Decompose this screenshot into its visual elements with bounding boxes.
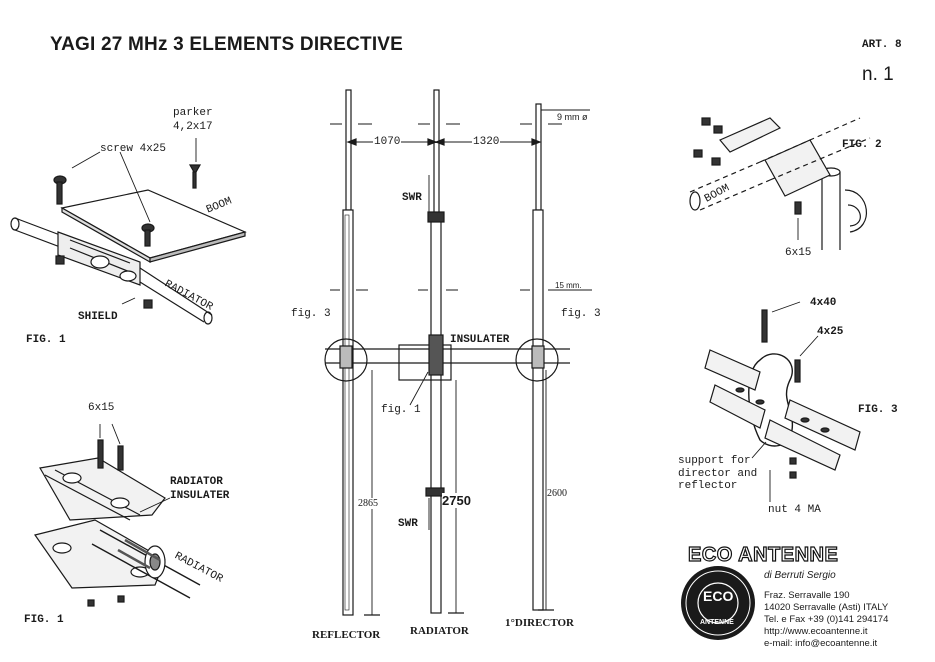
width-15mm: 15 mm.	[555, 281, 582, 290]
fig3-screw-4x40: 4x40	[810, 297, 837, 309]
screw-label: screw 4x25	[100, 143, 167, 155]
radiator-insulater-label-2: INSULATER	[170, 490, 230, 502]
fig3-left-ref: fig. 3	[291, 308, 331, 320]
shield-label: SHIELD	[78, 311, 118, 323]
diameter-9mm: 9 mm ø	[557, 112, 588, 122]
fig1-top-caption: FIG. 1	[26, 334, 66, 346]
email-link[interactable]: e-mail: info@ecoantenne.it	[764, 638, 878, 649]
radiator-length: 2750	[442, 493, 471, 508]
radiator-insulater-label-1: RADIATOR	[170, 476, 223, 488]
swr-bottom-label: SWR	[398, 518, 418, 530]
fig1-bottom-drawing	[34, 423, 201, 607]
fig2-drawing	[689, 117, 871, 250]
reflector-label: REFLECTOR	[312, 629, 381, 641]
eco-antenne-logo	[681, 566, 755, 640]
fig3-screw-4x25: 4x25	[817, 326, 844, 338]
fig3-right-ref: fig. 3	[561, 308, 601, 320]
company-owner: di Berruti Sergio	[764, 570, 836, 581]
support-label-2: director and	[678, 468, 758, 480]
insulater-label: INSULATER	[450, 334, 510, 346]
nut-label: nut 4 MA	[768, 504, 821, 516]
article-number: ART. 8	[862, 39, 902, 51]
logo-text-bottom: ANTENNE	[700, 619, 734, 626]
screw-6x15-label: 6x15	[88, 402, 115, 414]
fig1-top-drawing	[10, 138, 247, 325]
spacing-1320: 1320	[472, 136, 501, 148]
fig1-ref: fig. 1	[381, 404, 421, 416]
fig2-screw-label: 6x15	[785, 247, 812, 259]
fig2-caption: FIG. 2	[842, 139, 882, 151]
website-link[interactable]: http://www.ecoantenne.it	[764, 626, 868, 637]
parker-label: parker	[173, 107, 213, 119]
reflector-length: 2865	[358, 498, 378, 509]
support-label-3: reflector	[678, 480, 738, 492]
yagi-elements	[324, 89, 592, 616]
phone: Tel. e Fax +39 (0)141 294174	[764, 614, 889, 625]
address-line-1: Fraz. Serravalle 190	[764, 590, 850, 601]
company-name: ECO ANTENNE	[687, 543, 839, 566]
address-line-2: 14020 Serravalle (Asti) ITALY	[764, 602, 889, 613]
page-number: n. 1	[862, 64, 894, 85]
parker-size-label: 4,2x17	[173, 121, 213, 133]
fig1-bottom-caption: FIG. 1	[24, 614, 64, 626]
fig3-caption: FIG. 3	[858, 404, 898, 416]
spacing-1070: 1070	[373, 136, 402, 148]
fig3-drawing	[704, 301, 861, 502]
swr-top-label: SWR	[402, 192, 422, 204]
director-length: 2600	[547, 488, 567, 499]
radiator-element-label: RADIATOR	[410, 625, 469, 637]
logo-text-top: ECO	[703, 588, 734, 604]
reflector-element	[342, 89, 354, 616]
support-label-1: support for	[678, 455, 751, 467]
director-label: 1°DIRECTOR	[505, 617, 574, 629]
page-title: YAGI 27 MHz 3 ELEMENTS DIRECTIVE	[50, 34, 404, 55]
